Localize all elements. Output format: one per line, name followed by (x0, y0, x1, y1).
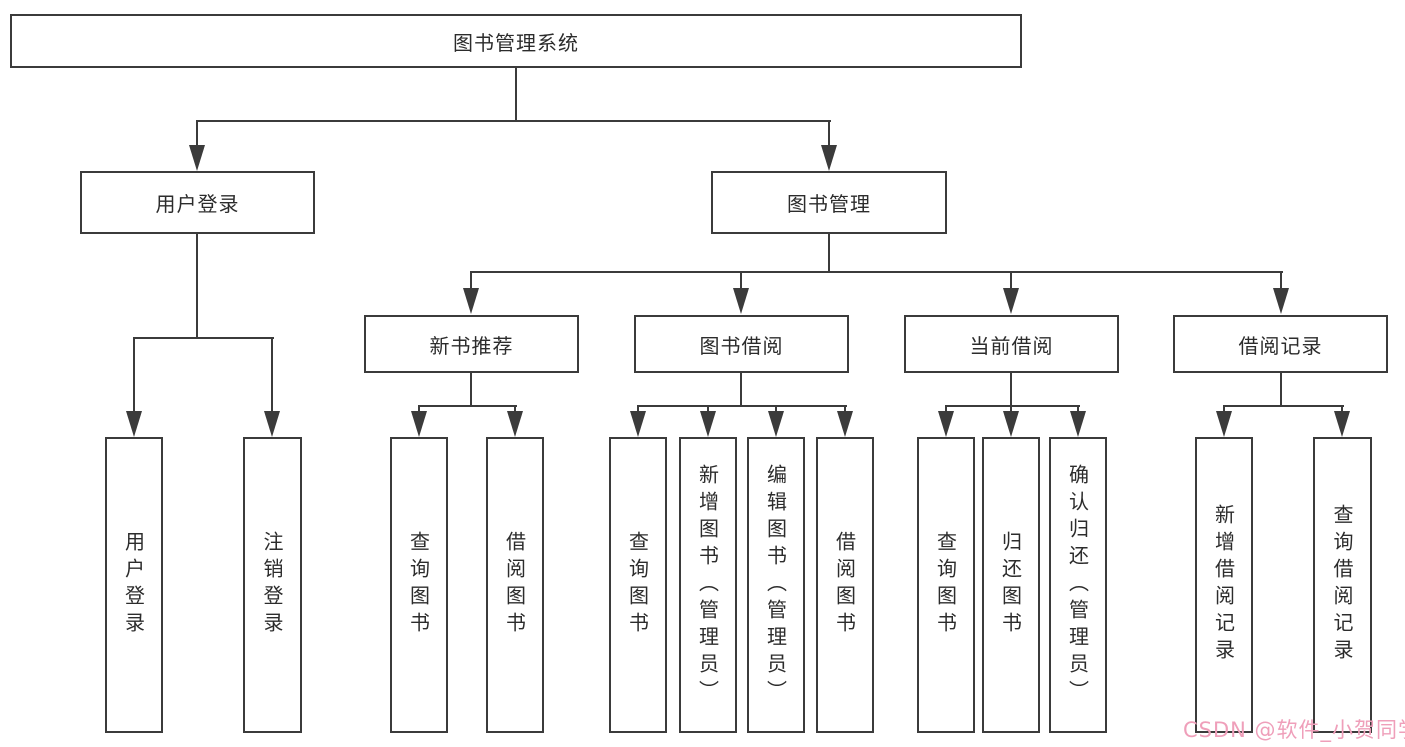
node-user-login-module: 用户登录 (80, 171, 315, 234)
connector-borrow-record-stem (1280, 373, 1282, 407)
node-leaf-borrow-books: 借阅图书 (816, 437, 874, 733)
arrowhead-leaf (837, 411, 853, 437)
connector-book-management-stem (828, 234, 830, 273)
arrowhead-leaf (1003, 411, 1019, 437)
connector-book-borrow-branch (637, 405, 847, 407)
node-leaf-query-books-current: 查询图书 (917, 437, 975, 733)
connector-user-login-stem (196, 234, 198, 339)
leaf-label: 查询图书 (933, 531, 958, 639)
arrowhead-leaf (700, 411, 716, 437)
leaf-label: 查询图书 (625, 531, 650, 639)
connector-new-book-stem (470, 373, 472, 407)
connector-to-login-leaf (133, 337, 135, 417)
leaf-label: 借阅图书 (502, 531, 527, 639)
connector-to-book-management (828, 120, 830, 150)
arrowhead-new-book (463, 288, 479, 314)
node-leaf-add-borrow-record: 新增借阅记录 (1195, 437, 1253, 733)
arrowhead-book-management (821, 145, 837, 171)
node-leaf-borrow-books-recommend: 借阅图书 (486, 437, 544, 733)
arrowhead-leaf (630, 411, 646, 437)
arrowhead-leaf (411, 411, 427, 437)
connector-root-stem (515, 68, 517, 122)
connector-to-current-borrow (1010, 271, 1012, 293)
node-book-borrowing: 图书借阅 (634, 315, 849, 373)
leaf-label: 新增借阅记录 (1211, 504, 1236, 666)
node-new-book-recommend: 新书推荐 (364, 315, 579, 373)
connector-current-borrow-branch (945, 405, 1080, 407)
arrowhead-user-login (189, 145, 205, 171)
connector-to-new-book (470, 271, 472, 293)
leaf-label: 查询图书 (406, 531, 431, 639)
arrowhead-leaf (507, 411, 523, 437)
connector-level2-branch (196, 120, 831, 122)
connector-level3-branch (470, 271, 1283, 273)
node-current-borrowing: 当前借阅 (904, 315, 1119, 373)
arrowhead-leaf (1216, 411, 1232, 437)
node-leaf-return-books: 归还图书 (982, 437, 1040, 733)
node-leaf-query-books-recommend: 查询图书 (390, 437, 448, 733)
connector-current-borrow-stem (1010, 373, 1012, 407)
connector-to-borrow-record (1280, 271, 1282, 293)
leaf-label: 归还图书 (998, 531, 1023, 639)
arrowhead-book-borrow (733, 288, 749, 314)
arrowhead-current-borrow (1003, 288, 1019, 314)
connector-new-book-branch (418, 405, 517, 407)
node-leaf-query-borrow-record: 查询借阅记录 (1313, 437, 1372, 733)
node-leaf-edit-books-admin: 编辑图书（管理员） (747, 437, 805, 733)
connector-book-borrow-stem (740, 373, 742, 407)
node-book-management-module: 图书管理 (711, 171, 947, 234)
leaf-label: 查询借阅记录 (1330, 504, 1354, 666)
node-borrowing-records: 借阅记录 (1173, 315, 1388, 373)
node-leaf-add-books-admin: 新增图书（管理员） (679, 437, 737, 733)
node-root-library-system: 图书管理系统 (10, 14, 1022, 68)
connector-user-login-branch (133, 337, 274, 339)
node-leaf-query-books-borrowing: 查询图书 (609, 437, 667, 733)
arrowhead-logout-leaf (264, 411, 280, 437)
leaf-label: 编辑图书（管理员） (763, 463, 788, 707)
node-leaf-confirm-return-admin: 确认归还（管理员） (1049, 437, 1107, 733)
arrowhead-login-leaf (126, 411, 142, 437)
arrowhead-borrow-record (1273, 288, 1289, 314)
leaf-label: 借阅图书 (832, 531, 857, 639)
connector-borrow-record-branch (1223, 405, 1344, 407)
connector-to-user-login (196, 120, 198, 150)
connector-to-logout-leaf (271, 337, 273, 417)
csdn-watermark: CSDN @软件_小贺同学 (1183, 718, 1405, 742)
arrowhead-leaf (1334, 411, 1350, 437)
arrowhead-leaf (768, 411, 784, 437)
leaf-label: 新增图书（管理员） (695, 463, 720, 707)
connector-to-book-borrow (740, 271, 742, 293)
leaf-label: 用户登录 (121, 531, 146, 639)
arrowhead-leaf (1070, 411, 1086, 437)
leaf-label: 确认归还（管理员） (1065, 463, 1090, 707)
leaf-label: 注销登录 (260, 531, 284, 639)
node-leaf-logout: 注销登录 (243, 437, 302, 733)
node-leaf-user-login: 用户登录 (105, 437, 163, 733)
arrowhead-leaf (938, 411, 954, 437)
